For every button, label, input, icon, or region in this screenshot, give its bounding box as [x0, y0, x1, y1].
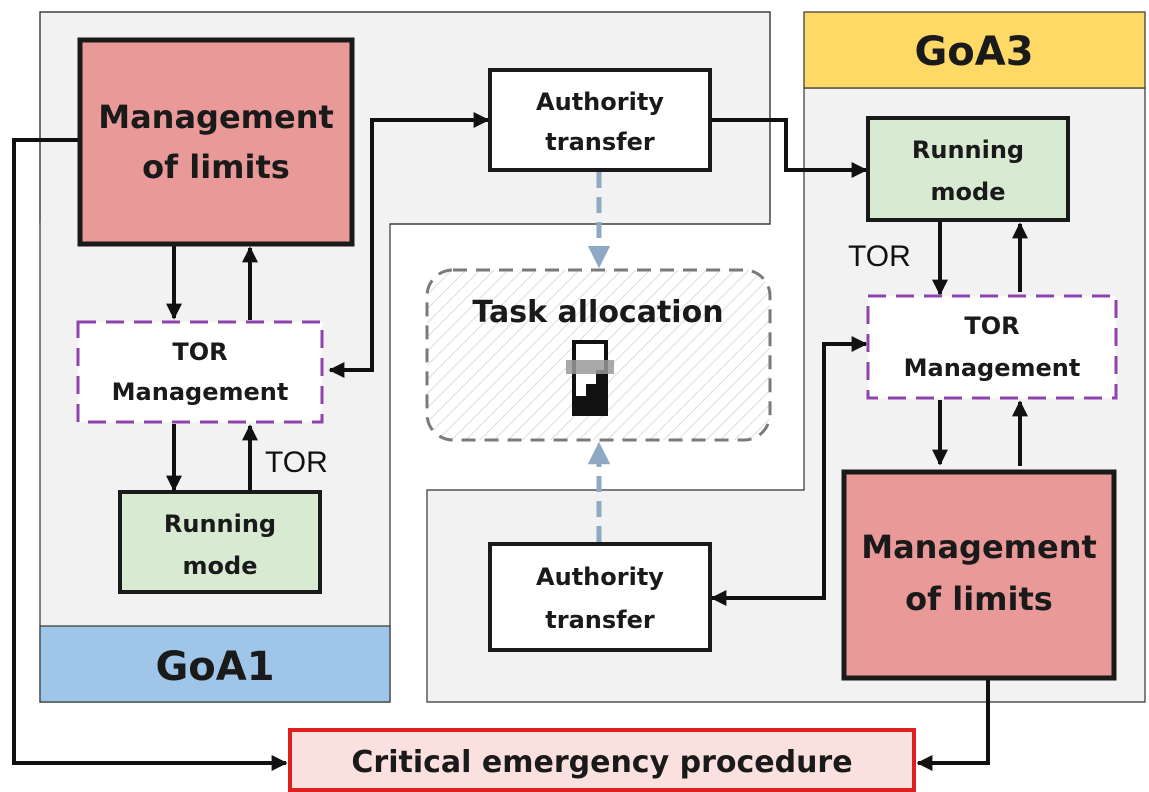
goa1-limits-to-emergency-arrow: [12, 138, 288, 771]
goa3-label-box: [803, 11, 1146, 89]
goa1-label-box: [39, 625, 391, 703]
goa3-limits-line1: Management: [861, 528, 1097, 566]
goa1-limits-line1: Management: [98, 98, 334, 136]
authority-transfer-bottom-box: Authority transfer: [488, 542, 712, 652]
authority-transfer-top-box: Authority transfer: [488, 68, 712, 172]
task-allocation-label: Task allocation: [472, 295, 723, 330]
goa1-running-line1: Running: [164, 510, 276, 538]
goa1-running-line2: mode: [183, 552, 258, 580]
authority-bottom-to-goa3-tor-arrow: [710, 336, 868, 606]
goa1-tor-management-box: TOR Management: [76, 320, 324, 424]
switch-slider-icon: [566, 340, 614, 416]
authority-top-to-goa3-running-arrow: [710, 118, 868, 178]
goa3-tor-management-box: TOR Management: [866, 294, 1118, 400]
task-allocation-box: Task allocation: [425, 268, 772, 442]
goa1-limits-line2: of limits: [142, 148, 290, 186]
authority-top-line1: Authority: [536, 88, 664, 116]
goa3-running-mode-box: Running mode: [866, 116, 1070, 222]
goa3-running-line2: mode: [931, 178, 1006, 206]
authority-bottom-line2: transfer: [545, 606, 655, 634]
authority-top-to-goa1-tor-arrow: [328, 112, 490, 378]
goa3-tor-line2: Management: [904, 354, 1081, 382]
goa1-tor-line1: TOR: [172, 338, 227, 366]
goa3-tor-line1: TOR: [964, 312, 1019, 340]
goa3-tor-arrow-label: TOR: [848, 240, 911, 273]
goa1-tor-arrow-label: TOR: [265, 446, 328, 479]
goa3-limits-line2: of limits: [905, 580, 1053, 618]
authority-top-line2: transfer: [545, 128, 655, 156]
goa3-management-of-limits-box: Management of limits: [841, 469, 1117, 681]
authority-bottom-line1: Authority: [536, 563, 664, 591]
goa3-label: GoA3: [914, 29, 1033, 75]
goa3-running-line1: Running: [912, 136, 1024, 164]
goa3-limits-to-emergency-arrow: [916, 679, 990, 771]
critical-emergency-procedure-label: Critical emergency procedure: [351, 745, 852, 780]
goa1-tor-line2: Management: [112, 378, 289, 406]
goa1-running-mode-box: Running mode: [118, 490, 322, 594]
critical-emergency-procedure-box: Critical emergency procedure: [288, 728, 916, 792]
goa1-label: GoA1: [155, 644, 274, 690]
goa1-management-of-limits-box: Management of limits: [77, 37, 355, 247]
